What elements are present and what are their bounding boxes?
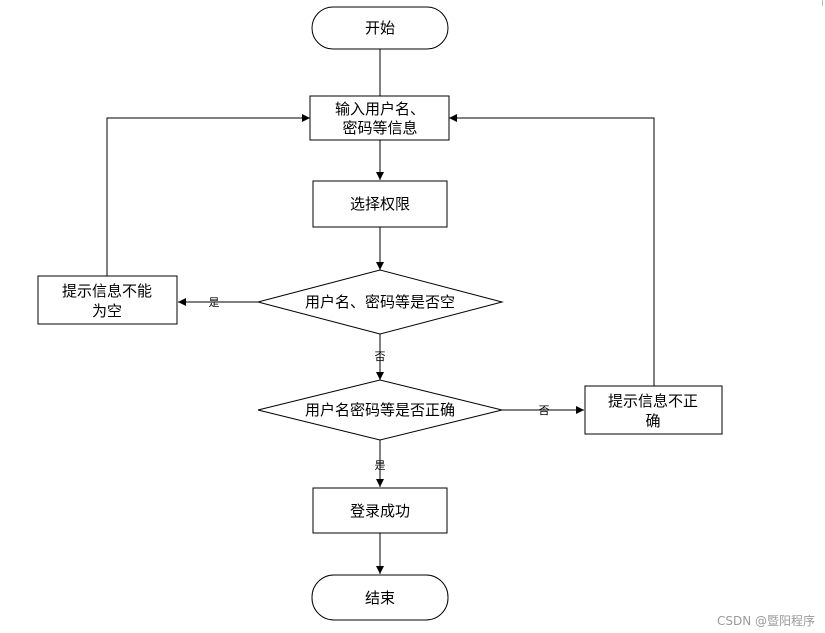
start-label: 开始 <box>365 19 395 37</box>
input-process-box <box>309 95 450 141</box>
decision-correct-diamond <box>257 379 503 441</box>
watermark: CSDN @暨阳程序 <box>716 614 815 628</box>
input-label-line1: 输入用户名、 <box>335 100 425 118</box>
decision-empty-label: 用户名、密码等是否空 <box>305 293 455 311</box>
prompt-incorrect-box <box>584 385 723 435</box>
prompt-incorrect-line1: 提示信息不正 <box>608 392 698 410</box>
login-success-box <box>312 487 448 534</box>
connector-prompt-empty-back <box>106 114 310 276</box>
no-label-correct: 否 <box>539 404 550 417</box>
end-label: 结束 <box>365 589 395 607</box>
end-terminator <box>311 574 449 621</box>
edge-tick <box>822 0 823 6</box>
decision-empty-diamond <box>256 269 504 335</box>
start-terminator <box>311 6 449 50</box>
yes-label-correct: 是 <box>375 459 386 472</box>
decision-correct-label: 用户名密码等是否正确 <box>305 401 455 419</box>
connector-prompt-incorrect-back <box>449 114 655 386</box>
prompt-empty-line1: 提示信息不能 <box>62 282 152 300</box>
input-label-line2: 密码等信息 <box>342 119 417 137</box>
select-permission-box <box>312 180 448 228</box>
prompt-empty-line2: 为空 <box>92 302 122 320</box>
prompt-empty-box <box>37 275 178 325</box>
prompt-incorrect-line2: 确 <box>645 412 660 430</box>
yes-label-empty: 是 <box>209 296 220 309</box>
no-label-empty: 否 <box>375 350 386 363</box>
select-permission-label: 选择权限 <box>350 195 410 213</box>
login-success-label: 登录成功 <box>350 502 410 520</box>
